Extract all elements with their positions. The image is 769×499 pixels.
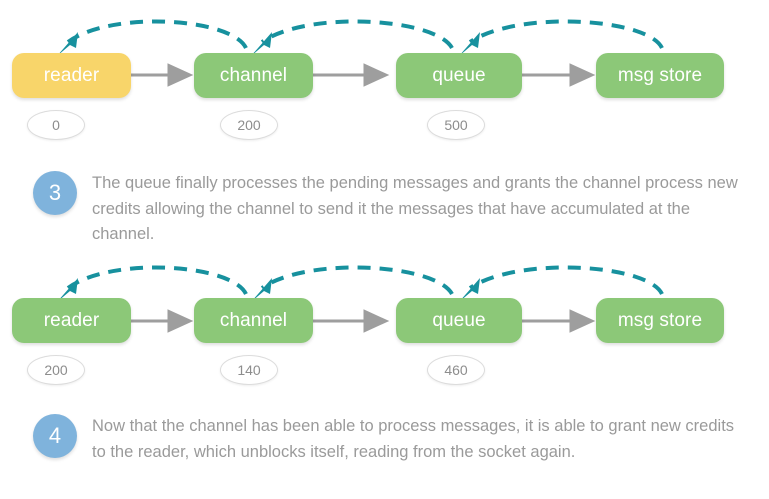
step-number: 4 (48, 423, 62, 448)
credit-badge-queue: 460 (427, 355, 485, 385)
credit-arrowhead-queue (459, 278, 480, 302)
credit-arc-queue-channel (260, 265, 454, 296)
credit-badge-reader: 200 (27, 355, 85, 385)
credit-arc-msgstore-queue (468, 19, 664, 50)
credit-arrowhead-reader (57, 32, 78, 56)
credit-arc-queue-channel (260, 19, 454, 50)
credit-badge-channel: 200 (220, 110, 278, 140)
node-channel[interactable]: channel (194, 53, 313, 98)
node-queue[interactable]: queue (396, 298, 522, 343)
credit-value: 500 (444, 117, 468, 133)
node-queue[interactable]: queue (396, 53, 522, 98)
step-description: The queue finally processes the pending … (92, 174, 738, 243)
credit-value: 200 (44, 362, 68, 378)
step-description: Now that the channel has been able to pr… (92, 417, 735, 461)
node-label: msg store (617, 309, 703, 331)
step-number-badge: 3 (33, 171, 77, 215)
node-label: queue (432, 309, 486, 331)
node-msg-store[interactable]: msg store (596, 298, 724, 343)
credit-arrowhead-channel (251, 32, 272, 56)
node-channel[interactable]: channel (194, 298, 313, 343)
credit-value: 200 (237, 117, 261, 133)
credit-arrowhead-channel (251, 278, 272, 302)
credit-value: 140 (237, 362, 261, 378)
credit-arrowhead-reader (57, 278, 78, 302)
node-label: reader (43, 309, 100, 331)
node-label: queue (432, 64, 486, 86)
credit-badge-reader: 0 (27, 110, 85, 140)
step-number: 3 (48, 180, 62, 205)
node-msg-store[interactable]: msg store (596, 53, 724, 98)
credit-arc-msgstore-queue (468, 265, 664, 296)
step-number-badge: 4 (33, 414, 77, 458)
credit-badge-queue: 500 (427, 110, 485, 140)
credit-arrowheads-row-1 (57, 32, 480, 56)
credit-badge-channel: 140 (220, 355, 278, 385)
flow-diagram-row-2: reader channel queue msg store 200 140 4… (0, 252, 769, 400)
credit-arrowheads-row-2 (57, 278, 480, 302)
flow-diagram-row-1: reader channel queue msg store 0 200 500 (0, 0, 769, 150)
node-reader[interactable]: reader (12, 298, 131, 343)
node-label: msg store (617, 64, 703, 86)
row-2-connectors (57, 265, 664, 333)
node-label: channel (219, 309, 288, 331)
node-reader[interactable]: reader (12, 53, 131, 98)
credit-arc-channel-reader (66, 265, 248, 296)
node-label: reader (43, 64, 100, 86)
node-label: channel (219, 64, 288, 86)
credit-value: 0 (52, 117, 60, 133)
credit-value: 460 (444, 362, 468, 378)
credit-arrowhead-queue (459, 32, 480, 56)
row-1-connectors (57, 19, 664, 87)
credit-arc-channel-reader (66, 19, 248, 50)
